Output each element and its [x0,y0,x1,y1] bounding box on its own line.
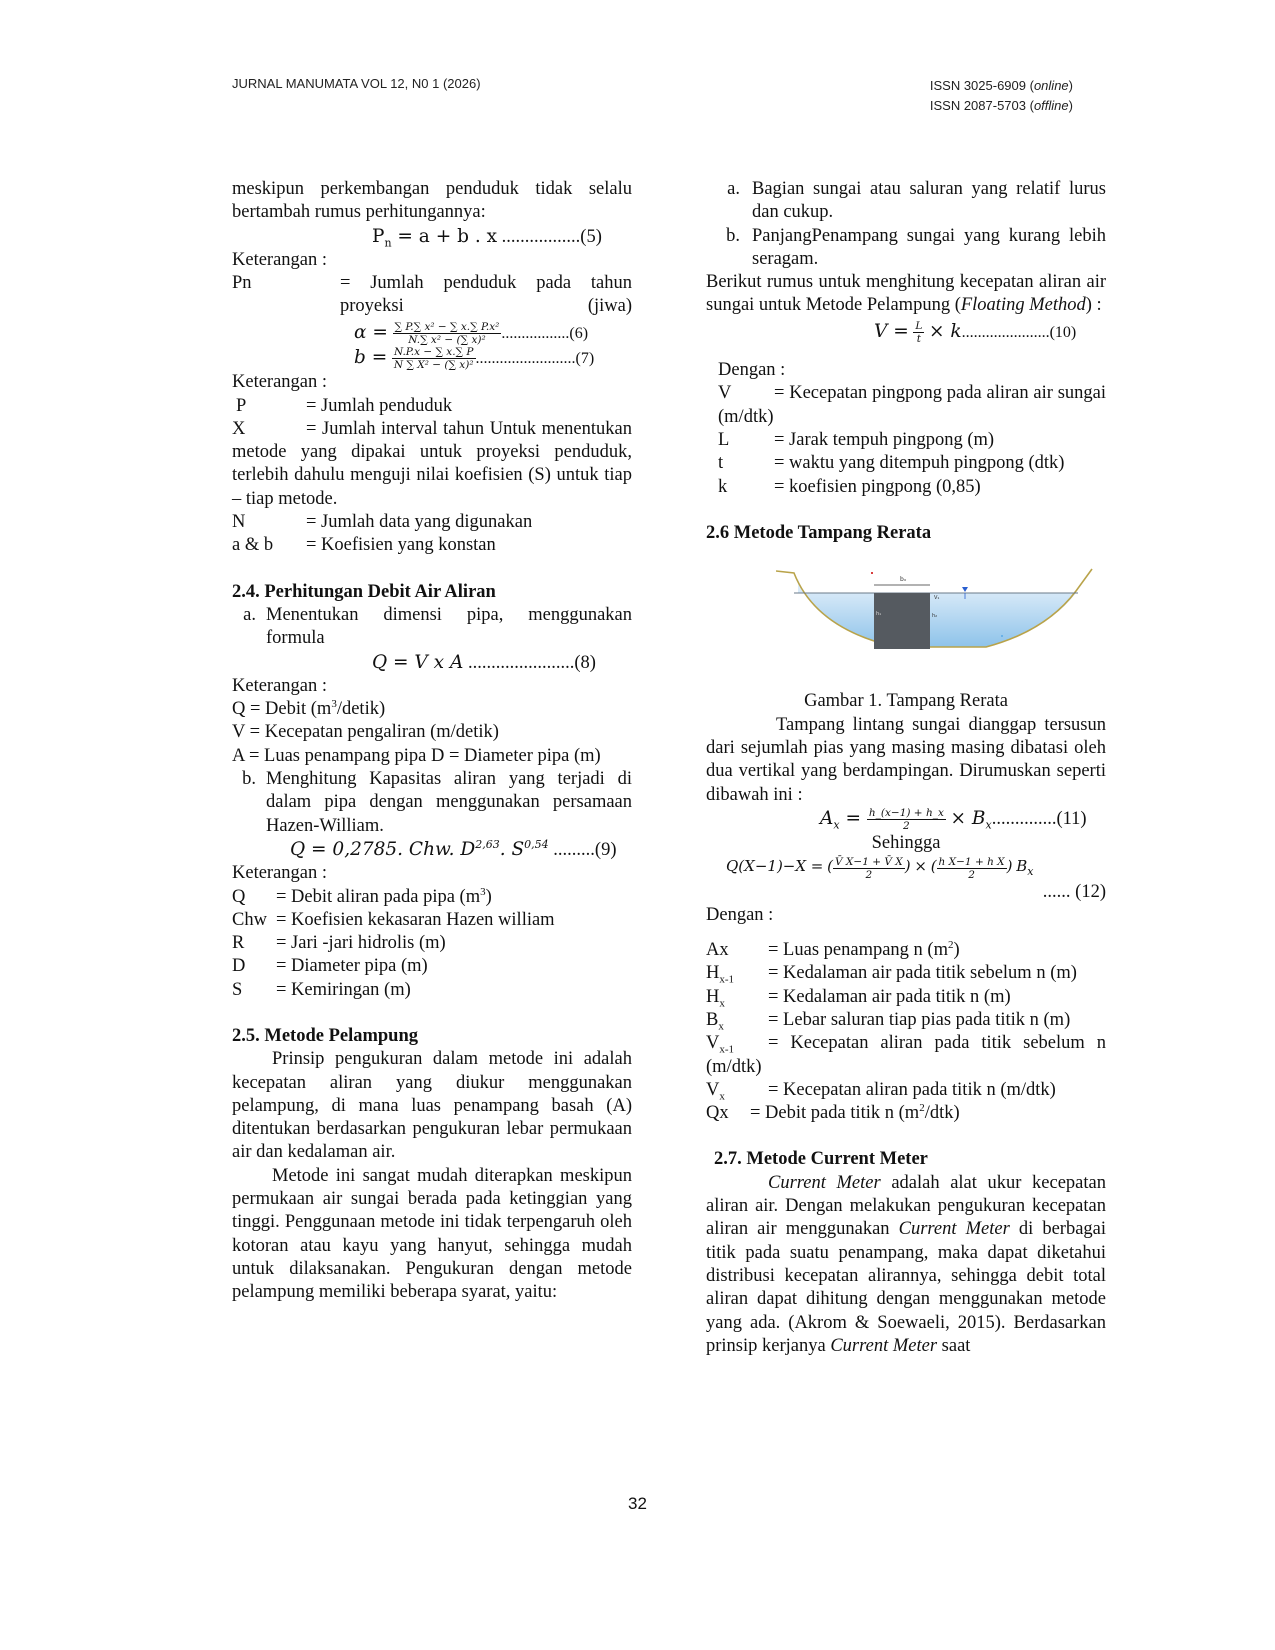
list-item-b: b. PanjangPenampang sungai yang kurang l… [726,225,1106,269]
def-vx: Vx= Kecepatan aliran pada titik n (m/dtk… [706,1079,1056,1103]
def-s: S = Kemiringan (m) [232,979,411,1000]
def-vx1: Vx-1= Kecepatan aliran pada titik sebelu… [706,1033,1106,1077]
def-v: V = Kecepatan pengaliran (m/detik) [232,722,499,743]
section-2-5-heading: 2.5. Metode Pelampung [232,1026,419,1046]
keterangan-label: Keterangan : [232,372,328,393]
def-chw: Chw = Koefisien kekasaran Hazen william [232,909,555,930]
def-v: V= Kecepatan pingpong pada aliran air su… [718,383,1106,427]
def-d: D = Diameter pipa (m) [232,956,428,977]
def-x: X= Jumlah interval tahun Untuk menentuka… [232,418,632,509]
figure-tampang-rerata: bₓ h₁ h₂ V₁ [775,559,1106,676]
list-item-a: a. Bagian sungai atau saluran yang relat… [727,179,1106,223]
def-l: L= Jarak tempuh pingpong (m) [718,429,995,450]
def-bx: Bx= Lebar saluran tiap pias pada titik n… [706,1009,1071,1033]
label-b: bₓ [900,576,907,583]
label-v: V₁ [934,595,939,601]
def-n: N = Jumlah data yang digunakan [232,512,533,533]
equation-12-number: ...... (12) [1042,881,1106,902]
section-2-4-heading: 2.4. Perhitungan Debit Air Aliran [232,581,496,602]
dengan-block: Dengan : V= Kecepatan pingpong pada alir… [706,359,1106,499]
equation-5: Pn = a + b . x .................(5) [372,225,602,250]
journal-header: JURNAL MANUMATA VOL 12, N0 1 (2026) [232,76,481,91]
def-hx: Hx= Kedalaman air pada titik n (m) [706,986,1011,1010]
def-ab: a & b = Koefisien yang konstan [232,535,496,556]
issn-offline: ISSN 2087-5703 (offline) [929,98,1073,113]
right-column: a. Bagian sungai atau saluran yang relat… [706,178,1106,1358]
def-t: t= waktu yang ditempuh pingpong (dtk) [718,453,1065,474]
paragraph-2-5-1: Prinsip pengukuran dalam metode ini adal… [232,1049,632,1163]
river-cross-section-diagram: bₓ h₁ h₂ V₁ [775,568,1093,650]
dengan-label: Dengan : [706,904,774,925]
sehingga-label: Sehingga [871,833,941,854]
equation-8: Q = V x A .......................(8) [372,651,596,673]
keterangan-label: Keterangan : [232,249,328,270]
def-k: k= koefisien pingpong (0,85) [718,476,981,497]
list-item-b: b. Menghitung Kapasitas aliran yang terj… [242,769,632,836]
floating-method-paragraph: Berikut rumus untuk menghitung kecepatan… [706,272,1106,316]
def-r: R = Jari -jari hidrolis (m) [232,933,446,954]
list-item-a: a. Menentukan dimensi pipa, menggunakan … [243,604,632,649]
keterangan-label: Keterangan : [232,675,328,696]
def-q: Q = Debit (m3/detik) [232,697,386,720]
paragraph-2-7: Current Meter adalah alat ukur kecepatan… [706,1172,1107,1356]
def-a: A = Luas penampang pipa D = Diameter pip… [232,745,601,766]
def-pn: Pn = Jumlah penduduk pada tahun proyeksi… [232,273,632,317]
figure-caption: Gambar 1. Tampang Rerata [804,691,1008,712]
pias-section [874,593,930,650]
intro-paragraph: meskipun perkembangan penduduk tidak sel… [232,179,632,223]
water-area [798,579,1076,648]
issn-block: ISSN 3025-6909 (online) ISSN 2087-5703 (… [930,76,1073,116]
water-level-marker-icon [962,587,968,593]
def-ax: Ax= Luas penampang n (m2) [706,938,960,961]
section-2-6-heading: 2.6 Metode Tampang Rerata [706,522,932,543]
label-h2: h₂ [932,613,937,619]
keterangan-label: Keterangan : [232,863,328,884]
def-qx: Qx= Debit pada titik n (m2/dtk) [706,1102,960,1124]
def-q2: Q = Debit aliran pada pipa (m3) [232,885,492,907]
paragraph-2-5-2: Metode ini sangat mudah diterapkan meski… [232,1165,632,1303]
section-2-7-heading: 2.7. Metode Current Meter [714,1149,928,1170]
equation-9: Q = 0,2785. Chw. D2,63. S0,54 .........(… [290,837,617,860]
label-h1: h₁ [876,611,881,617]
page-number: 32 [628,1494,647,1513]
issn-online: ISSN 3025-6909 (online) [929,78,1073,93]
paragraph-2-6: Tampang lintang sungai dianggap tersusun… [706,714,1106,805]
left-column: meskipun perkembangan penduduk tidak sel… [232,178,632,1305]
def-hx1: Hx-1= Kedalaman air pada titik sebelum n… [706,963,1077,987]
def-p: P = Jumlah penduduk [236,395,453,416]
